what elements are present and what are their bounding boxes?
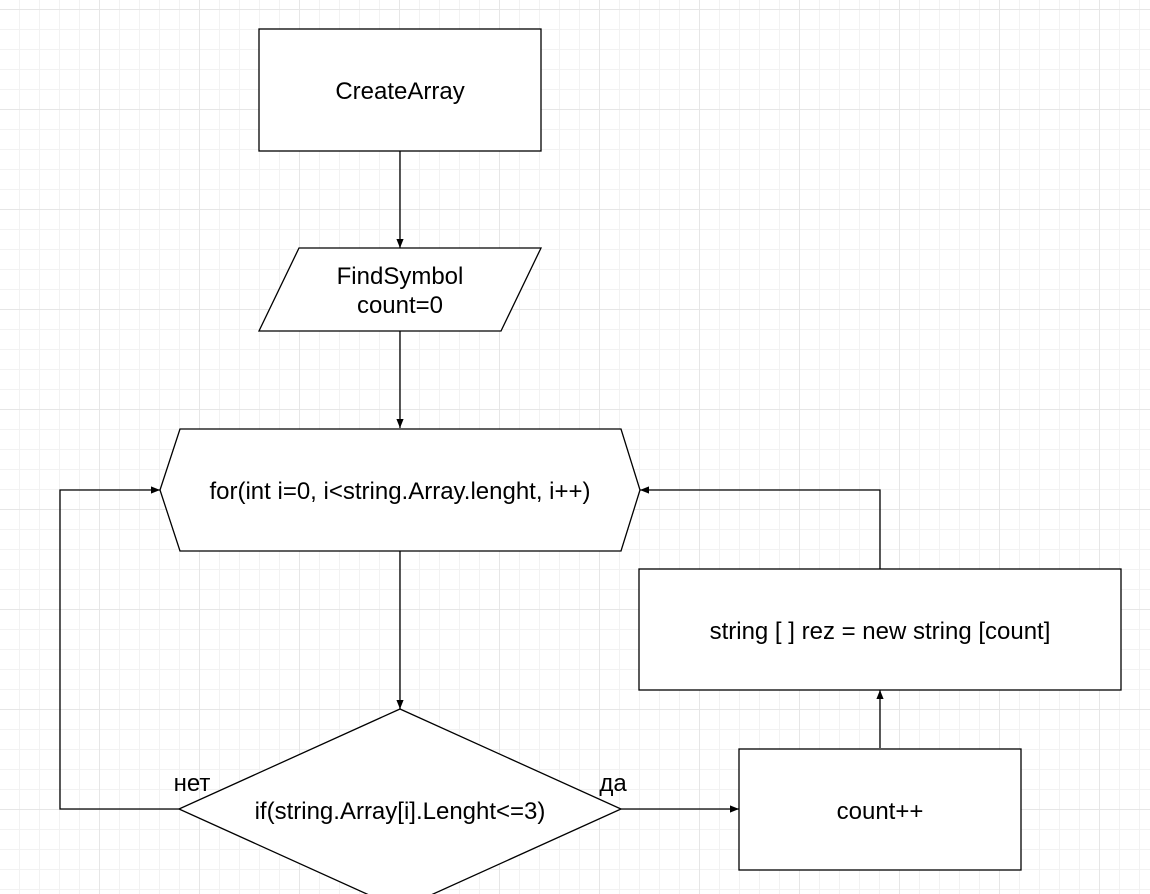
node-if-condition[interactable]: if(string.Array[i].Lenght<=3)	[177, 708, 623, 894]
node-label: for(int i=0, i<string.Array.lenght, i++)	[209, 478, 590, 505]
edge-label-yes: да	[599, 770, 627, 797]
node-create-array[interactable]: CreateArray	[258, 28, 542, 152]
node-label-line2: count=0	[357, 292, 443, 319]
node-rez-array[interactable]: string [ ] rez = new string [count]	[638, 568, 1122, 691]
process-box	[258, 28, 542, 152]
io-parallelogram	[257, 247, 543, 332]
node-find-symbol[interactable]: FindSymbol count=0	[257, 247, 543, 332]
node-label-line1: FindSymbol	[337, 263, 464, 290]
process-box	[638, 568, 1122, 691]
edge-if-no-to-for	[59, 486, 179, 810]
loop-hexagon	[159, 428, 641, 552]
node-label: if(string.Array[i].Lenght<=3)	[255, 798, 546, 825]
decision-diamond	[177, 708, 623, 894]
edge-label-no: нет	[174, 770, 211, 797]
node-label: count++	[837, 798, 924, 825]
process-box	[738, 748, 1022, 871]
node-label: CreateArray	[335, 78, 464, 105]
node-for-loop[interactable]: for(int i=0, i<string.Array.lenght, i++)	[159, 428, 641, 552]
node-label: string [ ] rez = new string [count]	[710, 618, 1051, 645]
node-count-increment[interactable]: count++	[738, 748, 1022, 871]
edge-rez-to-for	[640, 486, 881, 569]
